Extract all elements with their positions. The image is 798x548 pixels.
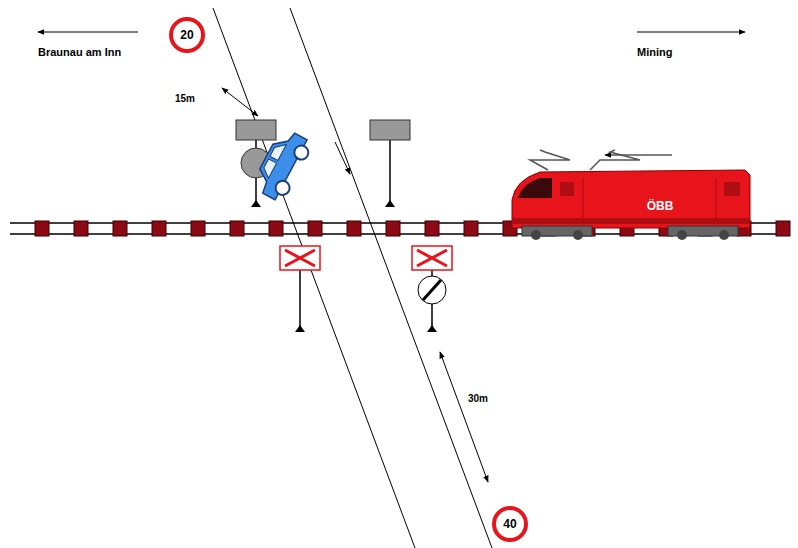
speed-limit-value: 20	[180, 28, 193, 42]
road-edge	[290, 8, 492, 548]
andreas-cross-sign	[412, 246, 452, 332]
andreas-cross-sign	[280, 246, 320, 332]
signal-post	[370, 120, 410, 207]
dimension-arrow	[440, 352, 488, 482]
place-name: Braunau am Inn	[38, 46, 121, 58]
speed-limit-value: 40	[503, 517, 516, 531]
train-direction-arrow	[605, 155, 672, 156]
locomotive	[512, 150, 750, 240]
car	[250, 127, 314, 204]
dimension-label: 15m	[175, 93, 195, 104]
driving-direction-arrow	[335, 142, 350, 174]
speed-limit-sign: 40	[492, 506, 528, 542]
road-edge	[213, 8, 415, 548]
dimension-label: 30m	[468, 393, 488, 404]
direction-arrow	[38, 32, 138, 33]
direction-arrow	[637, 32, 745, 33]
speed-limit-sign: 20	[169, 17, 205, 53]
operator-logo: ÖBB	[647, 199, 674, 213]
dimension-arrow	[222, 88, 258, 116]
place-name: Mining	[637, 46, 672, 58]
